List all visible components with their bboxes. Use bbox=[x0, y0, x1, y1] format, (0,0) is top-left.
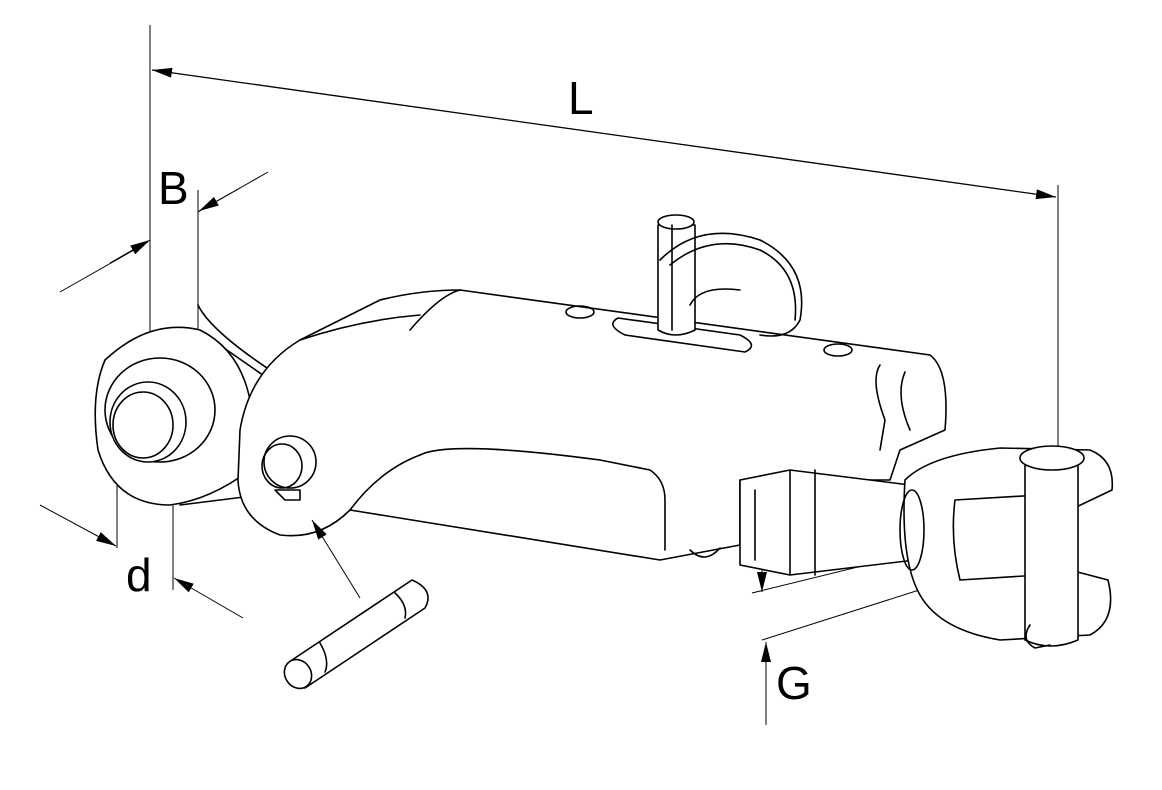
loose-pin bbox=[283, 519, 429, 690]
dimension-label-b: B bbox=[158, 162, 189, 214]
main-body bbox=[237, 289, 947, 561]
right-clevis bbox=[899, 445, 1114, 649]
left-eye-end bbox=[94, 304, 271, 506]
threaded-adjuster bbox=[739, 469, 916, 576]
dimension-label-d: d bbox=[126, 549, 152, 601]
side-pin bbox=[261, 435, 317, 501]
top-locking-pin bbox=[657, 214, 803, 337]
dimension-label-l: L bbox=[568, 72, 594, 124]
dimension-label-g: G bbox=[776, 657, 812, 709]
